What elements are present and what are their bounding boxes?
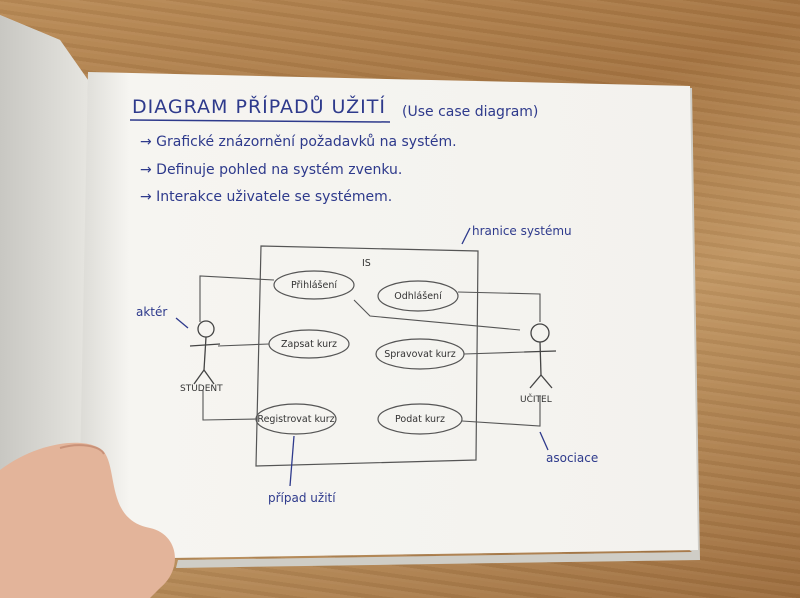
system-boundary [255,245,479,467]
bullet-3: → Interakce uživatele se systémem. [140,189,392,205]
actor-teacher-label: UČITEL [520,393,552,405]
use-case-submit [377,403,463,435]
system-name: IS [362,258,371,269]
page-subtitle: (Use case diagram) [402,104,538,120]
bullet-2: → Definuje pohled na systém zvenku. [140,162,402,178]
boundary-arrow [461,227,471,245]
association-note: asociace [546,451,598,465]
use-case-note: případ užití [268,491,336,505]
actor-student-label: STUDENT [180,384,223,394]
use-case-login-label: Přihlášení [291,280,337,291]
right-page [80,72,698,558]
use-case-login [273,270,355,300]
title-underline [129,119,391,123]
association-note-arrow [539,431,549,451]
actor-note-arrow [175,317,189,329]
use-case-manage-label: Spravovat kurz [384,349,456,360]
thumb [0,442,175,598]
use-case-logout [377,280,459,312]
bullet-1: → Grafické znázornění požadavků na systé… [140,134,457,150]
page-title: DIAGRAM PŘÍPADŮ UŽITÍ [132,94,386,118]
associations [199,275,541,427]
actor-student [189,320,221,385]
actor-teacher [523,323,557,389]
use-case-note-arrow [289,435,295,487]
use-case-register-label: Registrovat kurz [257,414,334,425]
use-case-logout-label: Odhlášení [394,291,442,302]
use-case-submit-label: Podat kurz [395,414,445,425]
actor-note: aktér [136,305,167,319]
system-boundary-note: hranice systému [472,224,572,238]
use-case-enroll-label: Zapsat kurz [281,339,337,350]
